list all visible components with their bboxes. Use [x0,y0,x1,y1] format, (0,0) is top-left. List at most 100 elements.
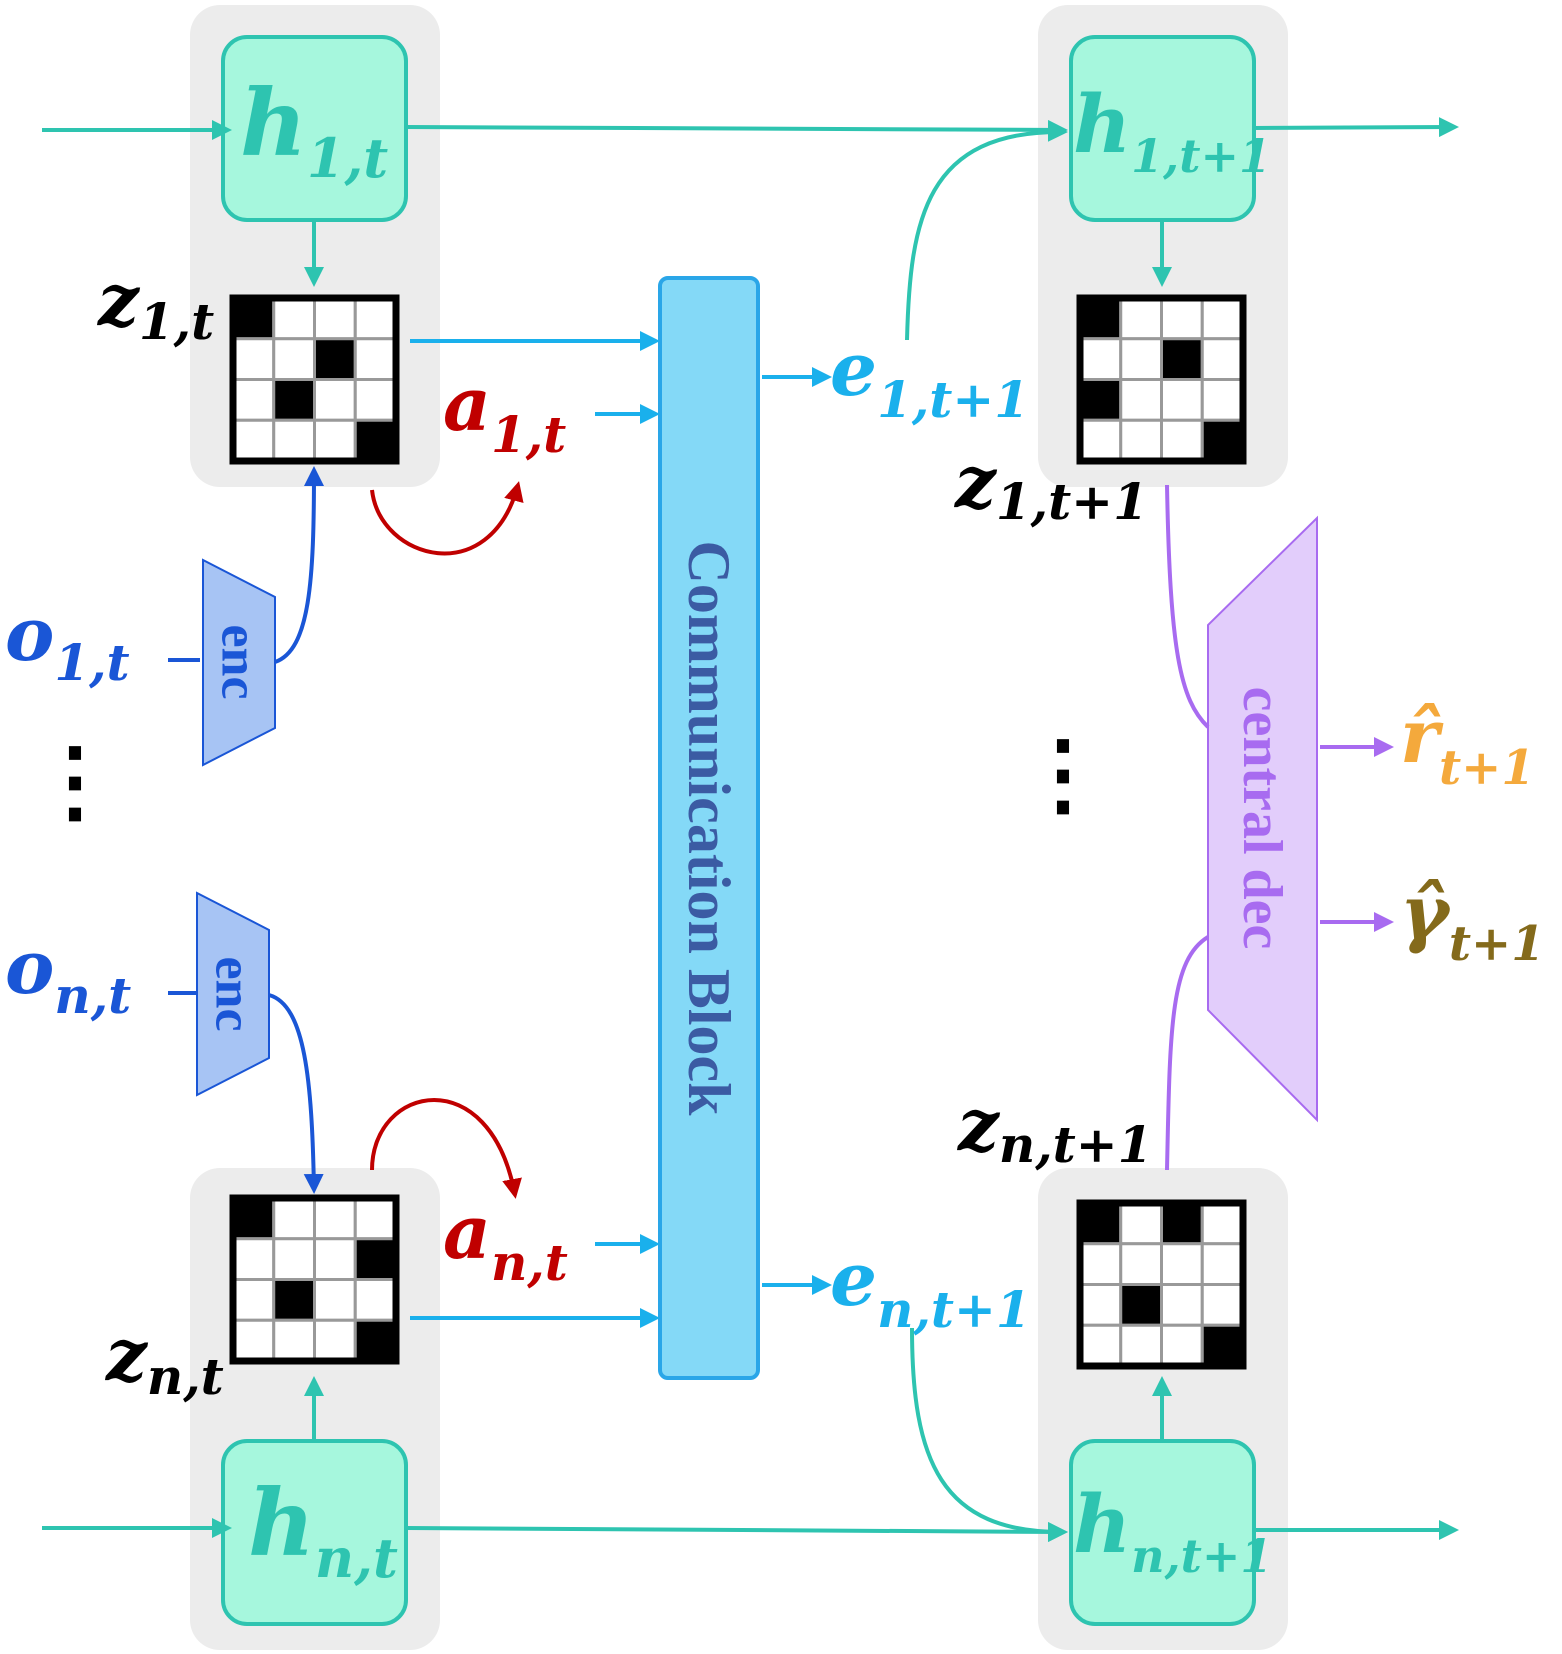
znt1-to-dec-line [1165,935,1210,1171]
grid-cell-empty [1200,1201,1245,1246]
label-e1t1: e1,t+1 [830,327,1029,429]
grid-cell-empty [1200,296,1245,341]
grid-cell-filled [353,418,398,463]
enc-label-top: enc [211,624,268,699]
enc-to-z1-arrow [274,466,324,664]
grid-cell-empty [231,418,276,463]
grid-cell-empty [1200,337,1245,381]
label-ent1: en,t+1 [830,1237,1031,1339]
grid-cell-empty [313,1278,357,1322]
z1t1-to-dec-line [1165,484,1210,729]
label-h1t: h1,t [240,69,388,190]
grid-cell-empty [1119,296,1163,341]
label-ont: on,t [5,925,131,1025]
grid-cell-filled [1078,1201,1123,1246]
grid-cell-filled [1160,1201,1204,1246]
label-ant: an,t [443,1190,568,1292]
grid-cell-empty [1119,378,1163,422]
label-gamma-hat: γ̂t+1 [1400,870,1545,972]
grid-cell-empty [353,378,398,422]
grid-cell-filled [353,1237,398,1281]
grid-cell-empty [272,418,316,463]
grid-cell-empty [1119,1323,1163,1368]
grid-cell-filled [313,337,357,381]
grid-cell-empty [1200,1242,1245,1286]
label-znt1: zn,t+1 [956,1082,1152,1174]
enc-block-bottom [196,891,270,1097]
central-dec-label: central dec [1231,687,1293,950]
grid-cell-filled [1078,296,1123,341]
grid-cell-empty [231,378,276,422]
central-dec-block [1207,515,1318,1123]
grid-cell-empty [1119,337,1163,381]
grid-cell-filled [231,1196,276,1241]
label-z1t1: z1,t+1 [953,439,1148,531]
grid-cell-empty [313,1237,357,1281]
grid-cell-filled [1200,418,1245,463]
en-to-hn-arrow [910,1327,1068,1543]
grid-cell-empty [353,1278,398,1322]
grid-cell-empty [1078,1283,1123,1327]
grid-cell-empty [353,296,398,341]
label-hnt1: hn,t+1 [1073,1477,1272,1583]
grid-cell-empty [1160,296,1204,341]
grid-border [1076,1199,1247,1370]
grid-cell-empty [1160,418,1204,463]
grid-cell-filled [1160,337,1204,381]
grid-cell-empty [231,1318,276,1363]
label-o1t: o1,t [5,592,130,692]
grid-cell-empty [353,337,398,381]
action-arrow-n [370,1098,522,1199]
label-hnt: hn,t [248,1469,398,1590]
grid-cell-empty [231,1237,276,1281]
label-znt: zn,t [104,1312,224,1406]
grid-cell-filled [353,1318,398,1363]
action-arrow-1 [370,481,524,556]
enc-to-zn-arrow [268,993,324,1194]
grid-cell-empty [1119,1242,1163,1286]
grid-border [229,294,400,465]
grid-border [229,1194,400,1365]
e1-to-h1-arrow [905,121,1068,341]
latent-grid-znt [229,1194,400,1365]
h-recurrence-arrow-n [405,1521,1068,1542]
grid-cell-empty [313,418,357,463]
grid-cell-empty [1160,378,1204,422]
grid-cell-empty [1119,418,1163,463]
grid-cell-filled [1119,1283,1163,1327]
grid-cell-empty [272,296,316,341]
grid-cell-empty [231,1278,276,1322]
grid-cell-empty [1160,1242,1204,1286]
grid-cell-empty [1200,1283,1245,1327]
grid-border [1076,294,1247,465]
grid-cell-empty [1119,1201,1163,1246]
communication-block [658,276,760,1380]
h-recurrence-arrow-1 [405,119,1068,140]
grid-cell-filled [231,296,276,341]
grid-cell-empty [231,337,276,381]
grid-cell-empty [313,296,357,341]
latent-grid-z1t [229,294,400,465]
grid-cell-empty [1160,1283,1204,1327]
grid-cell-empty [272,1196,316,1241]
grid-cell-empty [272,1318,316,1363]
latent-grid-znt1 [1076,1199,1247,1370]
enc-block-top [202,558,276,767]
ellipsis-right: ⋮ [1018,726,1108,825]
communication-block-label: Communication Block [676,540,742,1116]
grid-cell-filled [1078,378,1123,422]
label-r-hat: r̂t+1 [1400,694,1535,796]
grid-cell-empty [1200,378,1245,422]
ellipsis-left: ⋮ [30,733,120,832]
grid-cell-filled [272,378,316,422]
grid-cell-empty [1078,1323,1123,1368]
h-output-arrow-1 [1253,117,1459,138]
grid-cell-empty [272,1237,316,1281]
enc-label-bottom: enc [205,956,262,1031]
label-h1t1: h1,t+1 [1073,77,1271,183]
grid-cell-empty [1078,418,1123,463]
grid-cell-empty [313,1318,357,1363]
latent-grid-z1t1 [1076,294,1247,465]
grid-cell-empty [313,1196,357,1241]
